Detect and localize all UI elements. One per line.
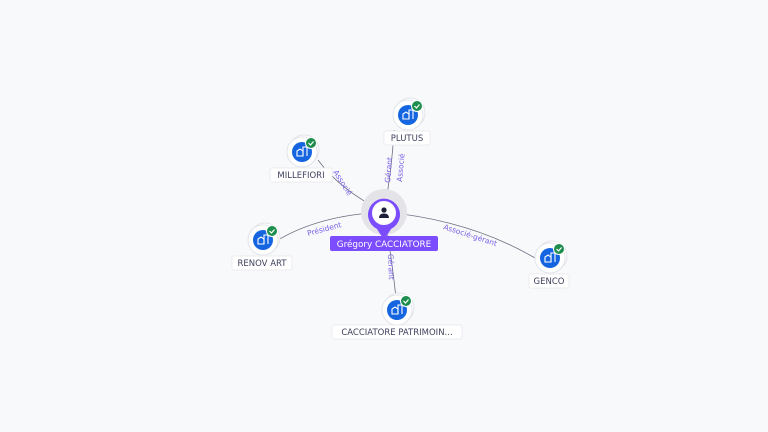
company-label: CACCIATORE PATRIMOIN... [341, 328, 452, 338]
verified-check-icon [411, 100, 423, 112]
company-label: PLUTUS [391, 134, 423, 144]
verified-check-icon [266, 225, 278, 237]
person-icon [379, 207, 389, 218]
center-node[interactable]: Grégory CACCIATORE [330, 189, 438, 251]
company-label: RENOV ART [238, 259, 288, 269]
edge-label-renovart: Président [306, 220, 342, 238]
company-node[interactable]: CACCIATORE PATRIMOIN... [331, 292, 463, 340]
company-label: MILLEFIORI [277, 171, 324, 181]
company-building-icon [402, 109, 414, 120]
company-node[interactable]: GENCO [528, 240, 570, 289]
company-node[interactable]: MILLEFIORI [269, 134, 333, 183]
edge-label-millefiori: Associé [331, 168, 354, 197]
edge-label-genco: Associé-gérant [442, 222, 498, 248]
center-label: Grégory CACCIATORE [337, 239, 431, 250]
company-building-icon [544, 252, 556, 263]
verified-check-icon [305, 137, 317, 149]
edge-label-plutus-associe: Associé [395, 153, 406, 182]
company-building-icon [257, 234, 269, 245]
company-node[interactable]: PLUTUS [383, 97, 431, 146]
company-node[interactable]: RENOV ART [231, 222, 293, 271]
verified-check-icon [553, 243, 565, 255]
company-label: GENCO [534, 277, 565, 287]
company-building-icon [391, 304, 403, 315]
verified-check-icon [400, 295, 412, 307]
company-building-icon [296, 146, 308, 157]
edge-label-plutus-gerant: Gérant [383, 157, 394, 184]
edge-label-patrimoine: Gérant [386, 254, 396, 280]
